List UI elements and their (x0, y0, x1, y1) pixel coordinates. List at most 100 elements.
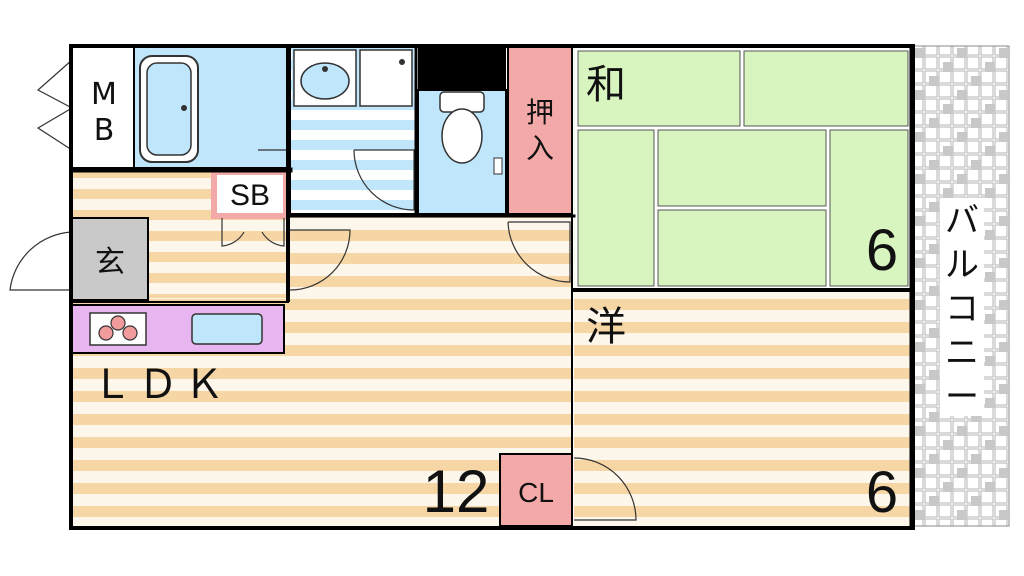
balcony (912, 45, 1010, 527)
balcony-tile (943, 482, 953, 492)
balcony-tile (971, 496, 981, 506)
balcony-tile (929, 160, 939, 170)
balcony-tile (943, 188, 953, 198)
washroom (289, 46, 417, 215)
western-room-size: 6 (866, 460, 898, 525)
balcony-tile (915, 48, 925, 58)
balcony-char: ル (945, 245, 979, 285)
balcony-tile (943, 440, 953, 450)
balcony-tile (915, 384, 925, 394)
balcony-tile (999, 132, 1009, 142)
balcony-tile (929, 286, 939, 296)
japanese-room-tatami (574, 47, 912, 290)
balcony-tile (999, 510, 1009, 520)
washing-machine (359, 49, 413, 107)
balcony-tile (971, 160, 981, 170)
sb-label: SB (230, 179, 270, 212)
kitchen-counter (71, 304, 285, 354)
balcony-tile (971, 454, 981, 464)
balcony-char: ー (945, 377, 979, 417)
balcony-tile (957, 48, 967, 58)
japanese-room-size: 6 (866, 218, 898, 283)
balcony-tile (915, 510, 925, 520)
balcony-tile (985, 440, 995, 450)
balcony-tile (957, 174, 967, 184)
balcony-tile (929, 496, 939, 506)
balcony-tile (929, 328, 939, 338)
balcony-tile (999, 258, 1009, 268)
western-room-label: 洋 (586, 304, 626, 350)
balcony-tile (915, 426, 925, 436)
toilet-bowl-icon (441, 108, 483, 164)
balcony-tile (957, 468, 967, 478)
balcony-tile (915, 132, 925, 142)
balcony-tile (999, 384, 1009, 394)
balcony-tile (915, 90, 925, 100)
balcony-tile (943, 146, 953, 156)
balcony-tile (929, 412, 939, 422)
balcony-tile (915, 342, 925, 352)
bathroom (133, 46, 289, 169)
balcony-tile (929, 370, 939, 380)
balcony-tile (971, 118, 981, 128)
walls (69, 44, 915, 530)
balcony-tile (999, 468, 1009, 478)
balcony-tile (929, 118, 939, 128)
balcony-tile (971, 412, 981, 422)
balcony-char: コ (945, 289, 979, 329)
balcony-tile (915, 468, 925, 478)
balcony-tile (999, 48, 1009, 58)
japanese-closet (507, 46, 573, 215)
balcony-tile (985, 314, 995, 324)
balcony-tile (915, 174, 925, 184)
doors (9, 59, 637, 521)
balcony-tile (915, 216, 925, 226)
mb-label-b: B (94, 113, 115, 148)
balcony-tile (999, 426, 1009, 436)
ldk-size: 12 (423, 458, 490, 525)
balcony-label: バ ル コ ニ ー (945, 201, 979, 417)
balcony-tile (943, 104, 953, 114)
balcony-tile (985, 62, 995, 72)
balcony-tile (957, 132, 967, 142)
sink-icon (300, 62, 350, 100)
balcony-label-bg (940, 198, 984, 416)
balcony-tile (957, 90, 967, 100)
hall-floor (287, 214, 572, 224)
western-room-floor (574, 290, 912, 526)
balcony-tile (915, 258, 925, 268)
balcony-tile (915, 300, 925, 310)
balcony-tile (985, 188, 995, 198)
balcony-tile (985, 482, 995, 492)
balcony-tile (985, 356, 995, 366)
balcony-tile (929, 244, 939, 254)
mb-label-m: M (91, 77, 117, 112)
balcony-char: ニ (945, 333, 979, 373)
balcony-tile (929, 202, 939, 212)
japanese-room-label: 和 (586, 62, 626, 108)
balcony-tile (985, 398, 995, 408)
balcony-tile (999, 216, 1009, 226)
cl-closet (499, 453, 573, 527)
toilet-room (417, 47, 507, 215)
balcony-tile (985, 272, 995, 282)
balcony-tile (971, 76, 981, 86)
balcony-tile (999, 174, 1009, 184)
kitchen-sink-icon (191, 313, 263, 345)
closet-label-2: 入 (526, 132, 554, 165)
balcony-tile (999, 90, 1009, 100)
balcony-tile (999, 342, 1009, 352)
closet-label-1: 押 (526, 96, 554, 129)
entrance-label: 玄 (95, 245, 125, 280)
balcony-tile (999, 300, 1009, 310)
balcony-char: バ (945, 201, 979, 241)
balcony-tile (957, 510, 967, 520)
balcony-tile (957, 426, 967, 436)
cl-label: CL (518, 477, 554, 508)
balcony-tile (985, 230, 995, 240)
balcony-tile (929, 76, 939, 86)
entrance-floor (71, 217, 149, 301)
balcony-tile (985, 146, 995, 156)
balcony-tile (985, 104, 995, 114)
